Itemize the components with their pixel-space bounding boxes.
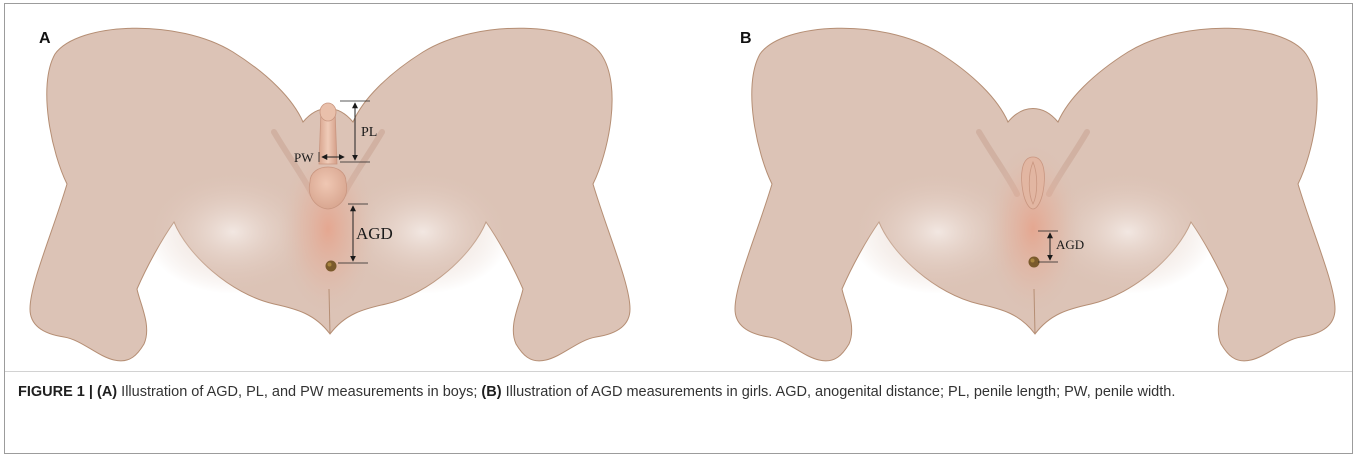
caption-part-b-marker: (B): [481, 384, 501, 400]
panel-letter-a: A: [39, 30, 51, 48]
agd-label-b: AGD: [1056, 237, 1084, 252]
figure-frame: PL PW AGD: [4, 3, 1353, 454]
pw-label: PW: [294, 150, 314, 165]
caption-part-b-text: Illustration of AGD measurements in girl…: [502, 384, 1176, 400]
agd-label-a: AGD: [356, 224, 393, 243]
anus-mark: [1029, 257, 1040, 268]
caption-part-a-text: Illustration of AGD, PL, and PW measurem…: [117, 384, 481, 400]
panel-a-illustration: PL PW AGD: [30, 28, 630, 361]
scrotum-shape: [309, 167, 346, 209]
panel-letter-b: B: [740, 30, 752, 48]
caption-part-a-marker: (A): [97, 384, 117, 400]
figure-label: FIGURE 1 |: [18, 384, 97, 400]
figure-caption: FIGURE 1 | (A) Illustration of AGD, PL, …: [18, 382, 1340, 402]
panel-b-illustration: AGD: [735, 28, 1335, 361]
caption-divider: [5, 371, 1352, 372]
anus-mark: [326, 261, 337, 272]
pl-label: PL: [361, 125, 377, 140]
figure-illustration: PL PW AGD: [5, 4, 1354, 372]
